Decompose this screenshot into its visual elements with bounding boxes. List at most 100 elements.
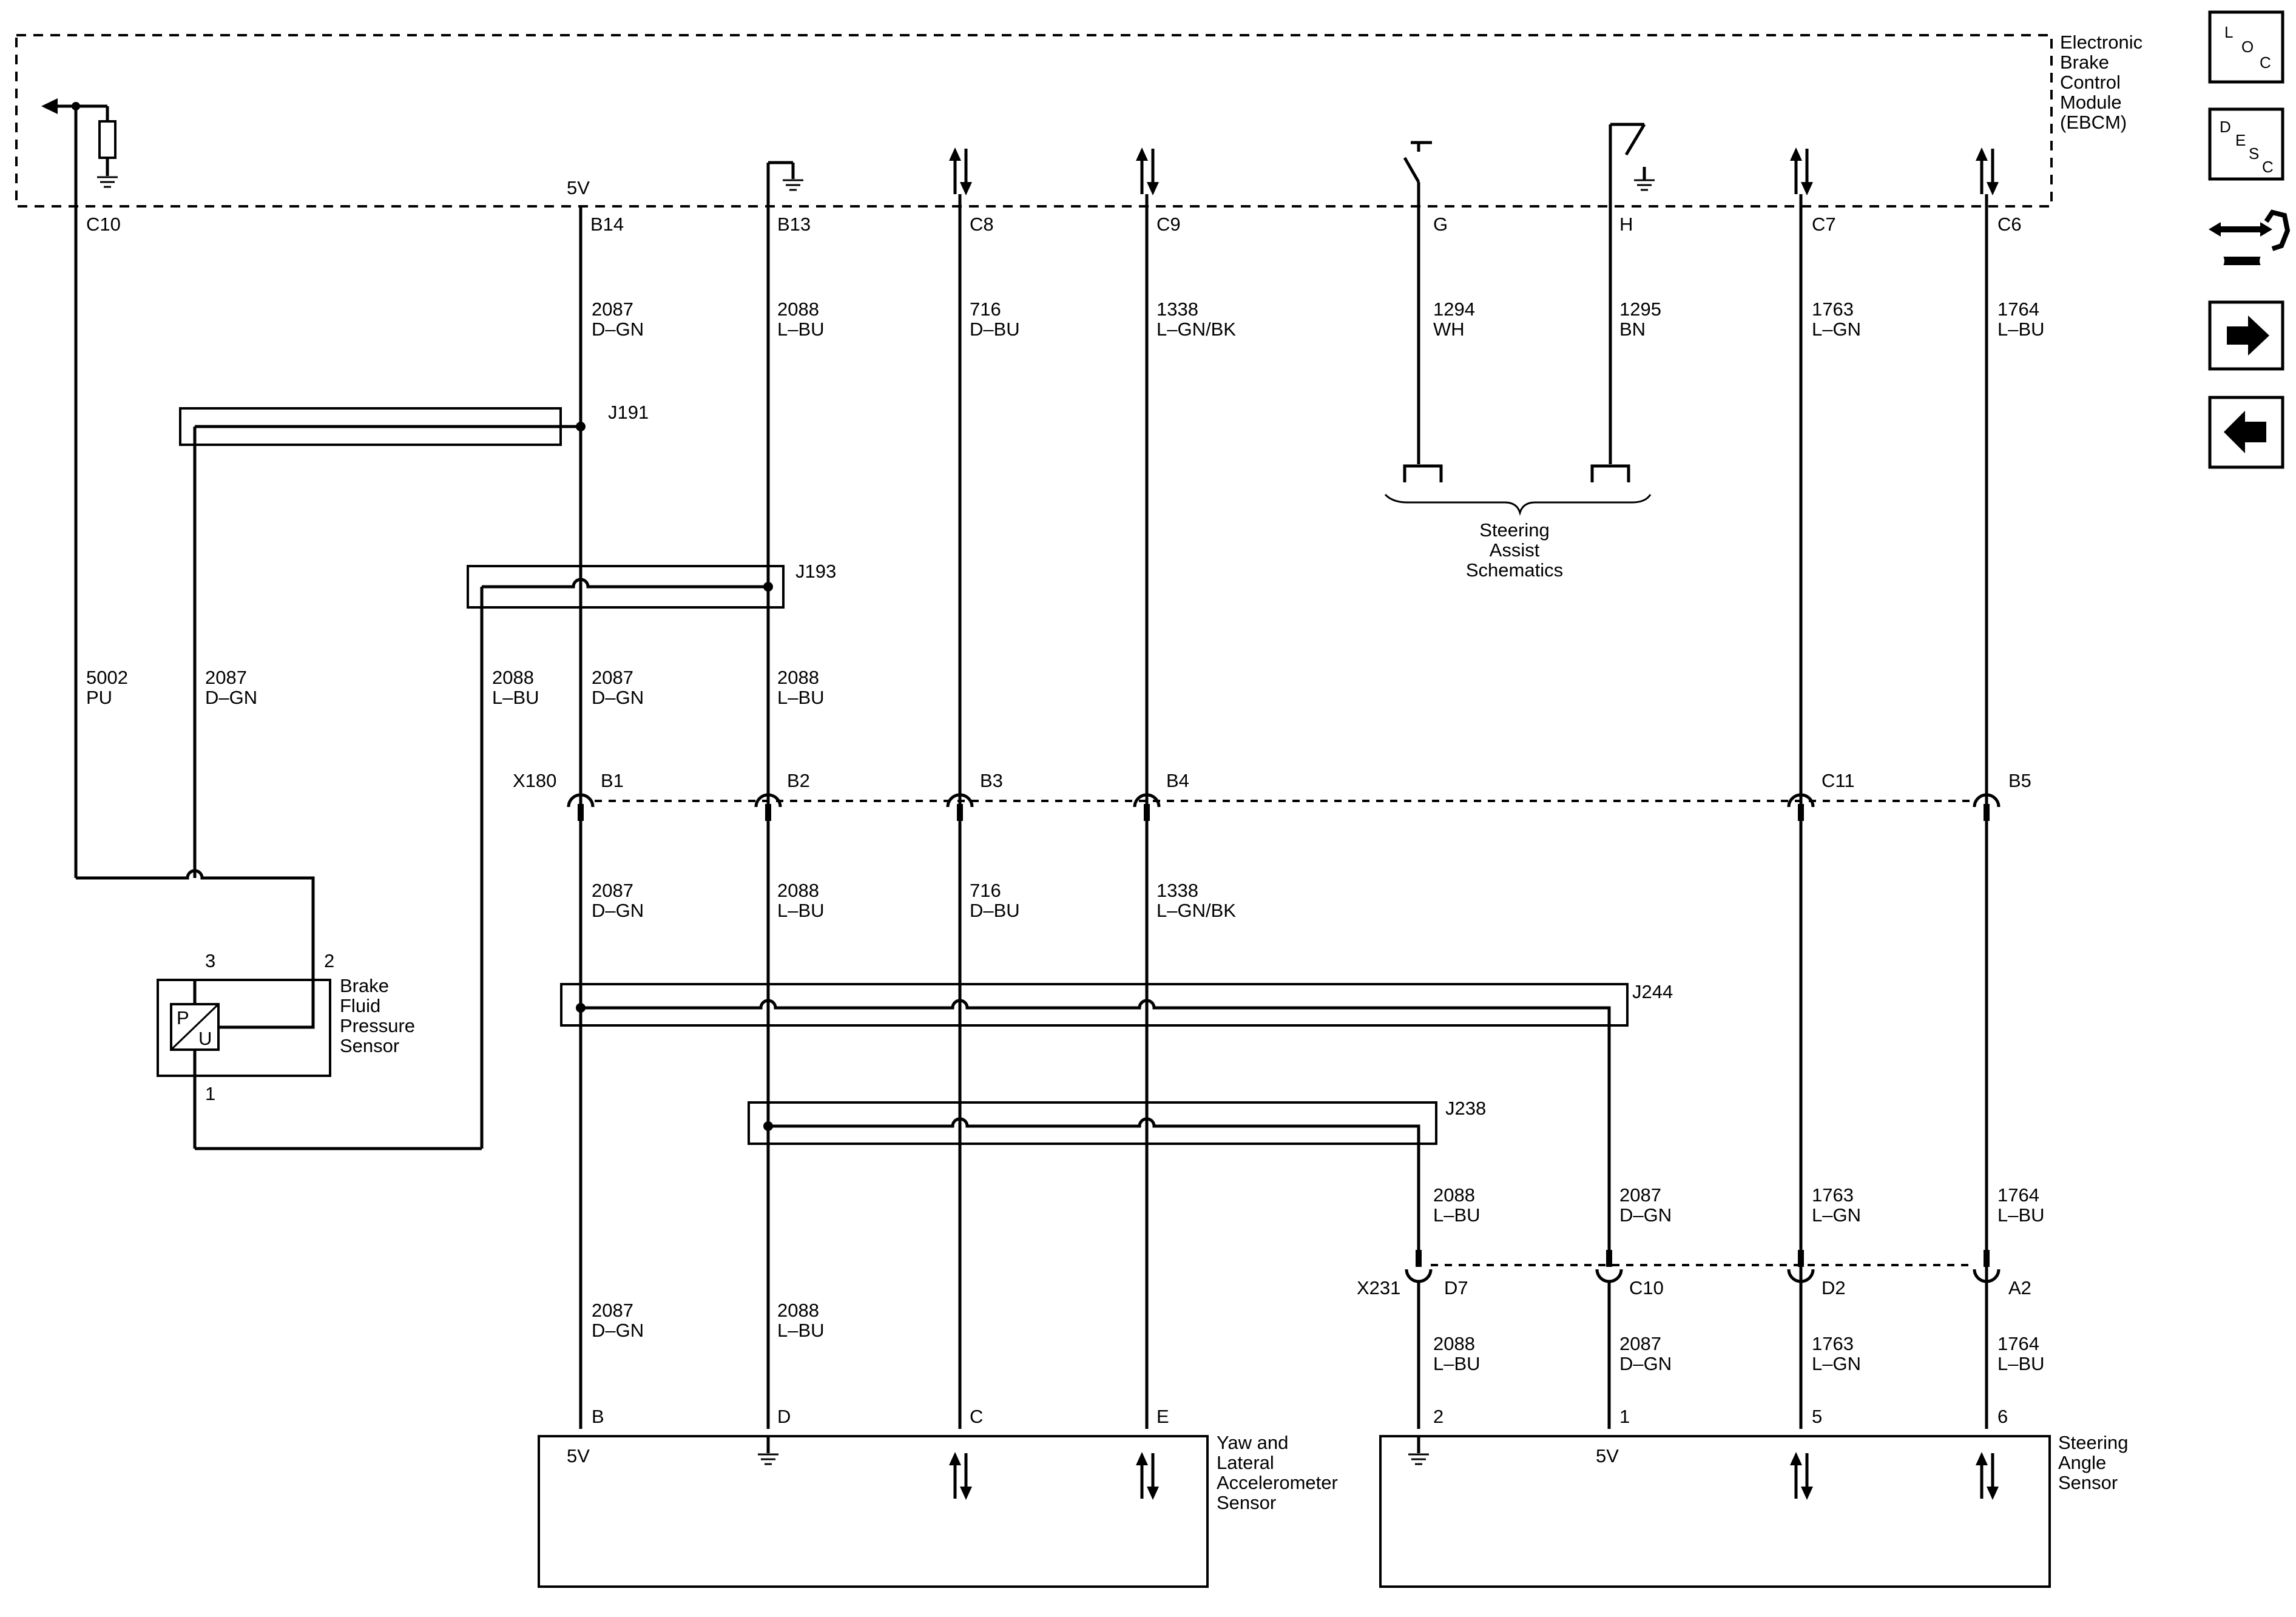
- sensor-name-line: Yaw and: [1217, 1432, 1288, 1453]
- wire-color: L–GN: [1812, 1353, 1861, 1374]
- circuit-number: 2088: [777, 667, 819, 688]
- bidirectional-arrow-icon: [1976, 1452, 1999, 1500]
- resistor-icon: [98, 120, 116, 159]
- ebcm-name-line: Control: [2060, 72, 2121, 93]
- pin-label: C7: [1812, 214, 1836, 235]
- pin-label: 2: [1433, 1406, 1443, 1427]
- circuit-number: 716: [970, 880, 1001, 901]
- arrow-left-icon: [2224, 411, 2266, 453]
- wire-color: PU: [86, 687, 112, 708]
- circuit-number: 2088: [777, 880, 819, 901]
- pin-label: B3: [980, 770, 1003, 791]
- sensor-name-line: Angle: [2058, 1452, 2106, 1473]
- loc-o: O: [2241, 38, 2254, 56]
- circuit-number: 2088: [777, 299, 819, 320]
- pin-label: C9: [1156, 214, 1181, 235]
- wire-color: D–GN: [1619, 1204, 1672, 1226]
- ebcm-name-line: Brake: [2060, 52, 2109, 73]
- pin-label: D2: [1822, 1277, 1846, 1298]
- sensor-name-line: Accelerometer: [1217, 1472, 1338, 1493]
- x231-lower-labels: 2088 L–BU 2087 D–GN 1763 L–GN 1764 L–BU: [1433, 1333, 2045, 1374]
- yaw-wire-labels: 2087 D–GN 2088 L–BU: [592, 1300, 825, 1341]
- steering-assist-line: Assist: [1490, 539, 1540, 561]
- wire-color: D–GN: [592, 687, 644, 708]
- wire-color: L–BU: [777, 1320, 825, 1341]
- ebcm-pins: C10 B14 B13 C8 C9 G H C7 C6 5V: [86, 177, 2022, 235]
- pin-label: C6: [1997, 214, 2022, 235]
- arrow-right-icon: [2227, 316, 2269, 356]
- bidirectional-arrow-icon: [1136, 147, 1159, 195]
- wire-color: L–BU: [492, 687, 539, 708]
- sensor-name-line: Steering: [2058, 1432, 2128, 1453]
- pin-label: 6: [1997, 1406, 2008, 1427]
- wire-color: L–BU: [1997, 319, 2045, 340]
- wire-color: L–BU: [777, 900, 825, 921]
- pin-label: A2: [2008, 1277, 2031, 1298]
- ground-icon: [1408, 1436, 1429, 1465]
- pin-label: B14: [590, 214, 624, 235]
- pin-label: 1: [1619, 1406, 1630, 1427]
- nav-toolbar: L O C D E S C: [2205, 10, 2291, 469]
- wire-color: D–GN: [592, 900, 644, 921]
- circuit-number: 2088: [1433, 1184, 1475, 1206]
- circuit-number: 2087: [592, 667, 633, 688]
- bidirectional-arrow-icon: [949, 147, 972, 195]
- wire-color: L–GN/BK: [1156, 319, 1236, 340]
- ground-icon: [1634, 179, 1655, 191]
- desc-e: E: [2235, 131, 2246, 149]
- circuit-number: 1764: [1997, 1333, 2039, 1354]
- circuit-number: 2087: [205, 667, 247, 688]
- bidirectional-arrow-icon: [949, 1452, 972, 1500]
- splice-j191: J191: [179, 402, 649, 878]
- pin-label: D: [777, 1406, 791, 1427]
- circuit-number: 2088: [1433, 1333, 1475, 1354]
- ebcm-c10-internal: [41, 98, 118, 878]
- main-wires: [579, 194, 1988, 1429]
- pin-label: 3: [205, 950, 215, 971]
- pin-label: D7: [1444, 1277, 1468, 1298]
- ebcm-name-line: (EBCM): [2060, 112, 2127, 133]
- pin-label: B5: [2008, 770, 2031, 791]
- switch-icon: [1403, 157, 1420, 183]
- pin-label: C10: [1629, 1277, 1664, 1298]
- wire-color: L–BU: [1997, 1353, 2045, 1374]
- output-arrow-icon: [41, 98, 58, 114]
- steering-assist-line: Steering: [1479, 519, 1549, 541]
- connector-tool-button[interactable]: [2205, 209, 2291, 271]
- ground-icon: [758, 1436, 778, 1465]
- previous-page-button[interactable]: [2208, 396, 2284, 469]
- transducer-p: P: [177, 1007, 189, 1028]
- circuit-number: 1338: [1156, 880, 1198, 901]
- splice-label: J238: [1445, 1098, 1486, 1119]
- desc-s: S: [2249, 144, 2259, 163]
- circuit-number: 5002: [86, 667, 128, 688]
- splice-j193: J193: [467, 561, 836, 1149]
- bidirectional-arrow-icon: [1790, 1452, 1813, 1500]
- bidirectional-arrow-icon: [1136, 1452, 1159, 1500]
- desc-button[interactable]: D E S C: [2208, 107, 2284, 181]
- next-page-button[interactable]: [2208, 300, 2284, 371]
- pin-label: E: [1156, 1406, 1169, 1427]
- wire-color: D–GN: [592, 1320, 644, 1341]
- pin-label: B1: [601, 770, 624, 791]
- voltage-label: 5V: [567, 1445, 590, 1467]
- ebcm-name-line: Module: [2060, 92, 2122, 113]
- loc-button[interactable]: L O C: [2208, 10, 2284, 84]
- sensor-name-line: Lateral: [1217, 1452, 1274, 1473]
- wire-color: L–BU: [1997, 1204, 2045, 1226]
- desc-c: C: [2262, 158, 2274, 176]
- sensor-name-line: Sensor: [1217, 1492, 1276, 1513]
- wire-color: L–BU: [777, 319, 825, 340]
- ebcm-bidirectional-arrows: [949, 147, 1999, 195]
- wire-color: D–GN: [1619, 1353, 1672, 1374]
- bidirectional-arrow-icon: [1790, 147, 1813, 195]
- steering-angle-sensor: 2 1 5 6 5V Steering Angle Sensor: [1379, 1406, 2128, 1588]
- sensor-name-line: Sensor: [340, 1035, 399, 1056]
- connector-name: X231: [1357, 1277, 1400, 1298]
- wire-color: D–GN: [592, 319, 644, 340]
- circuit-number: 2088: [777, 1300, 819, 1321]
- wire-color: L–GN: [1812, 319, 1861, 340]
- circuit-number: 1295: [1619, 299, 1661, 320]
- splice-label: J191: [608, 402, 649, 423]
